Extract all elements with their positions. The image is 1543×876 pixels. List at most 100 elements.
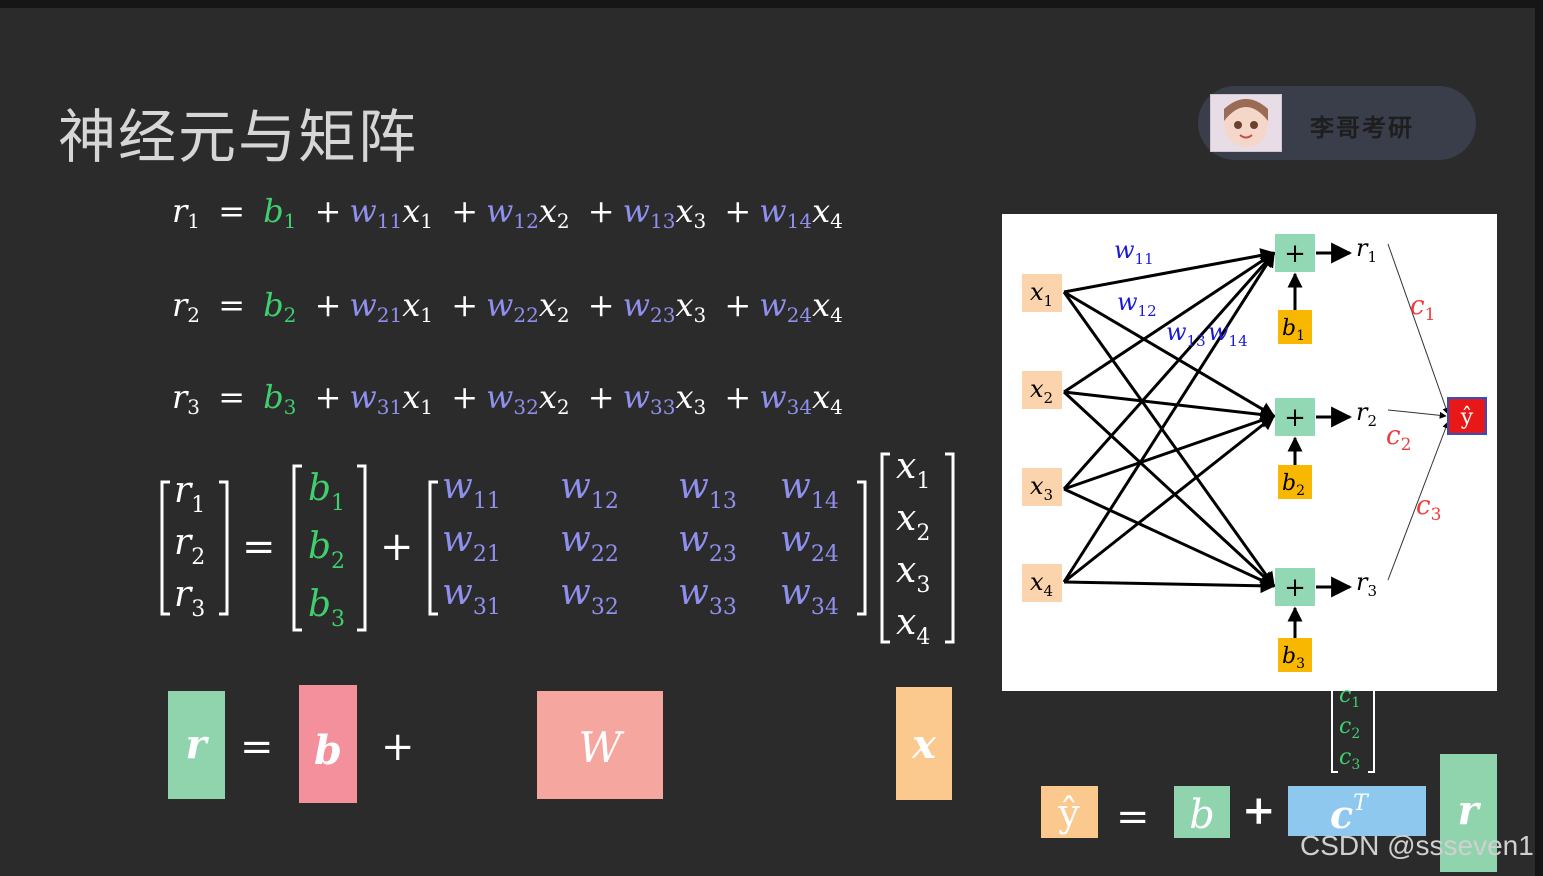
bias-sub: 3 [284,395,297,419]
plus-sign: + [1242,787,1276,834]
coefficient-label: c3 [1416,491,1441,525]
matrix-r-entry: r3 [174,574,205,622]
matrix-w-entry: w12 [560,466,619,514]
weight-sub: 23 [650,303,675,327]
matrix-w-entry: w23 [678,519,737,567]
c-vector-entry: c2 [1339,714,1360,742]
equals-sign: = [210,192,253,230]
matrix-b-entry: b1 [308,468,345,516]
matrix-b-entry: b3 [308,584,345,632]
matrix-w-entry: w34 [780,572,839,620]
matrix-x-entry: x2 [896,498,930,546]
page-title: 神经元与矩阵 [58,90,418,174]
weight-var: w [349,378,376,416]
output-label: r2 [1356,398,1377,430]
lhs-var: r [172,192,187,230]
bias-var: b [263,286,283,324]
input-var: x [539,286,557,324]
weight-var: w [759,192,786,230]
matrix-w-entry: w33 [678,572,737,620]
right-frame-bar [1535,0,1543,876]
input-sub: 4 [830,395,843,419]
watermark: CSDN @ssseven1 [1300,830,1534,862]
equals-sign: = [242,524,276,570]
input-sub: 4 [830,209,843,233]
b-block-label: b [314,727,342,774]
network-diagram-svg: x1 x2 x3 x4 w11 w12 w13 w14 + + + [1002,214,1497,691]
matrix-w-entry: w32 [560,572,619,620]
matrix-x-entry: x3 [896,550,930,598]
input-sub: 2 [557,303,570,327]
output-arrows [1316,253,1350,587]
plus-sign: + [580,286,623,324]
input-sub: 1 [420,303,433,327]
c-vector-entry: c3 [1339,745,1360,773]
weight-label: w12 [1117,288,1157,320]
coefficient-label: c2 [1386,421,1411,455]
sum-symbol: + [1284,403,1306,433]
plus-sign: + [443,378,486,416]
weight-sub: 34 [787,395,812,419]
weight-var: w [623,286,650,324]
weight-sub: 13 [650,209,675,233]
equals-sign: = [240,724,274,770]
matrix-equation: r1 r2 r3 = b1 b2 b3 + w11 w12 w13 w14 w2… [0,440,990,820]
weight-connections [1064,253,1274,586]
plus-sign: + [716,192,759,230]
input-var: x [675,192,693,230]
plus-sign: + [443,286,486,324]
avatar [1210,94,1282,152]
input-var: x [539,378,557,416]
output-label: r1 [1356,234,1377,266]
weight-var: w [623,192,650,230]
input-sub: 4 [830,303,843,327]
input-var: x [402,378,420,416]
plus-sign: + [716,286,759,324]
c-vector-entry: c1 [1339,683,1360,711]
plus-sign: + [580,192,623,230]
equals-sign: = [210,378,253,416]
sum-symbol: + [1284,239,1306,269]
input-var: x [539,192,557,230]
x-block-label: x [911,721,937,768]
equals-sign: = [210,286,253,324]
weight-sub: 11 [377,209,402,233]
lhs-var: r [172,378,187,416]
matrix-b-entry: b2 [308,526,345,574]
input-var: x [675,378,693,416]
matrix-w-entry: w24 [780,519,839,567]
author-name: 李哥考研 [1310,108,1414,143]
weight-sub: 22 [513,303,538,327]
coefficient-label: c1 [1410,291,1435,325]
plus-sign: + [307,286,350,324]
weight-sub: 24 [787,303,812,327]
lhs-sub: 1 [187,209,200,233]
matrix-w-entry: w31 [442,572,501,620]
equals-sign: = [1116,794,1150,840]
weight-sub: 12 [513,209,538,233]
lhs-sub: 3 [187,395,200,419]
matrix-w-entry: w22 [560,519,619,567]
avatar-image-icon [1211,95,1281,151]
equation-row-2: r2 = b2 +w21x1 +w22x2 +w23x3 +w24x4 [172,286,843,327]
matrix-r-entry: r2 [174,522,205,570]
author-badge: 李哥考研 [1198,86,1476,160]
matrix-w-entry: w14 [780,466,839,514]
matrix-w-entry: w13 [678,466,737,514]
weight-label: w13 [1166,318,1206,350]
bias-var: b [263,378,283,416]
input-sub: 2 [557,395,570,419]
plus-sign: + [307,378,350,416]
plus-sign: + [443,192,486,230]
matrix-x-entry: x4 [896,602,930,650]
weight-var: w [759,286,786,324]
matrix-w-entry: w21 [442,519,501,567]
matrix-w-entry: w11 [442,466,501,514]
sum-symbol: + [1284,573,1306,603]
input-sub: 3 [694,395,707,419]
lhs-sub: 2 [187,303,200,327]
weight-sub: 33 [650,395,675,419]
input-sub: 3 [694,303,707,327]
input-sub: 2 [557,209,570,233]
plus-sign: + [307,192,350,230]
